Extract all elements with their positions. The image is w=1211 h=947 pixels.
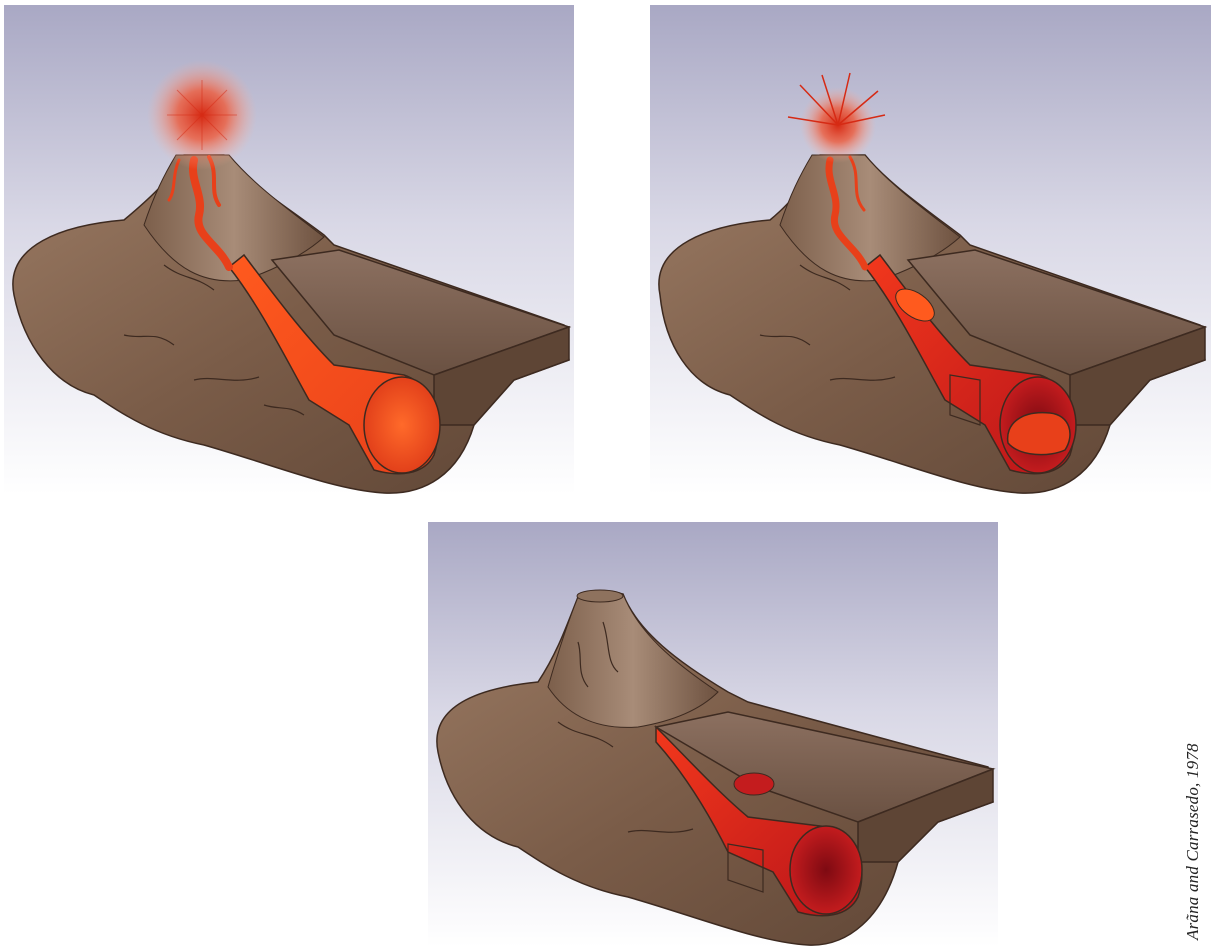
image-credit: Arãna and Carrasedo, 1978 xyxy=(1183,743,1203,940)
stage-1-panel xyxy=(4,5,574,495)
skylight-opening xyxy=(734,773,774,795)
stage-3-panel xyxy=(428,522,998,947)
stage-2-panel xyxy=(650,5,1211,495)
extinct-crater xyxy=(577,590,623,602)
eruption-rays xyxy=(167,80,237,150)
stage-3-diagram xyxy=(428,522,998,947)
remaining-lava-level xyxy=(1008,413,1070,455)
stage-2-diagram xyxy=(650,5,1211,495)
stage-1-diagram xyxy=(4,5,574,495)
lava-tube-cross-section xyxy=(790,826,862,914)
lava-tube-cross-section xyxy=(364,377,440,473)
